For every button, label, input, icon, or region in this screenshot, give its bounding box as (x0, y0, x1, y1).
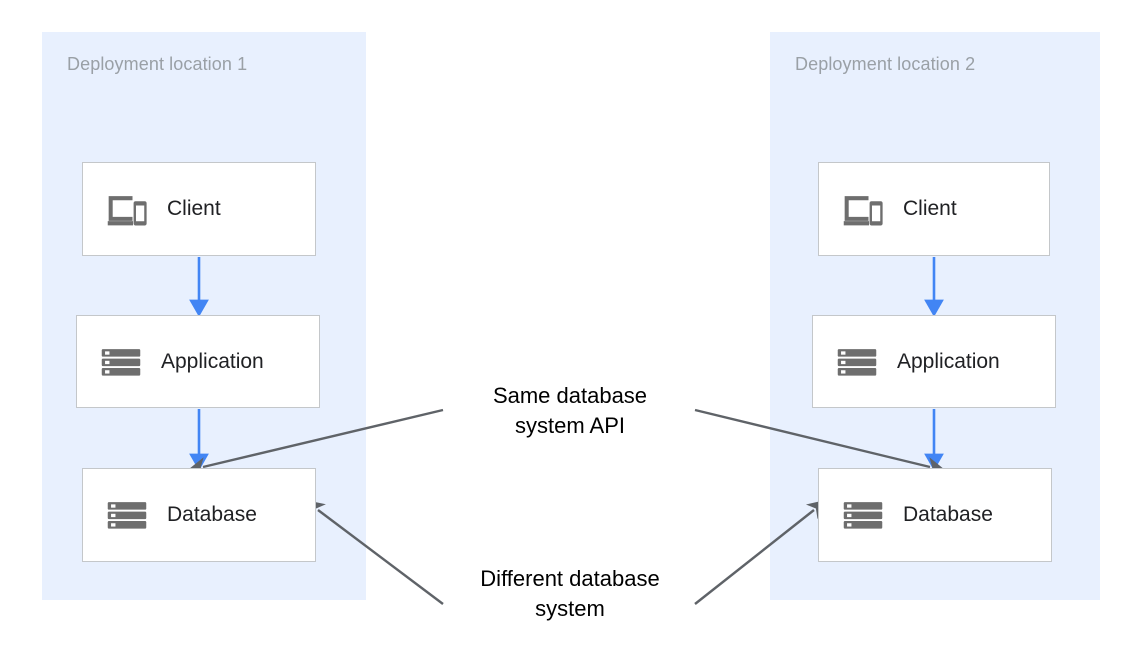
deployment-zone-2-label: Deployment location 2 (795, 54, 976, 74)
node-application-1[interactable]: Application (76, 315, 320, 408)
node-application-1-label: Application (161, 349, 264, 373)
node-database-1-label: Database (167, 503, 257, 526)
annotation-different-line-2: system (535, 596, 605, 621)
annotation-same-line-2: system API (514, 413, 626, 438)
annotation-different-database-system: Different database system (445, 564, 695, 624)
storage-icon (107, 502, 147, 529)
devices-icon (107, 196, 147, 226)
annotation-same-database-system-api: Same database system API (445, 381, 695, 441)
storage-icon (101, 348, 141, 376)
annotation-different-line-1: Different database (480, 566, 660, 591)
deployment-zone-1-label: Deployment location 1 (67, 54, 248, 74)
annotation-same-line-1: Same database (492, 383, 648, 408)
node-client-1-label: Client (167, 197, 221, 220)
node-database-2[interactable]: Database (818, 468, 1052, 562)
node-database-2-label: Database (903, 503, 993, 526)
node-client-2[interactable]: Client (818, 162, 1050, 256)
storage-icon (843, 502, 883, 529)
devices-icon (843, 196, 883, 226)
node-client-2-label: Client (903, 197, 957, 220)
node-database-1[interactable]: Database (82, 468, 316, 562)
node-application-2-label: Application (897, 349, 1000, 373)
node-client-1[interactable]: Client (82, 162, 316, 256)
storage-icon (837, 348, 877, 376)
node-application-2[interactable]: Application (812, 315, 1056, 408)
